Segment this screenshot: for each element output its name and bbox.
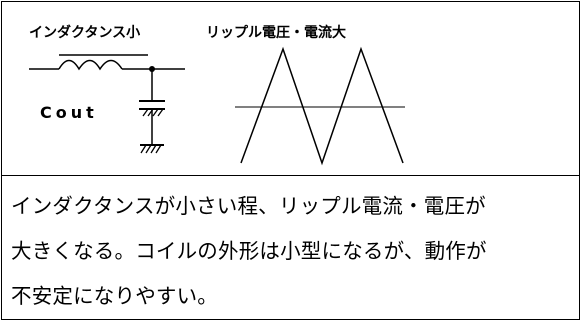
- capacitor-label: Cout: [40, 103, 98, 122]
- ground-hatch: [140, 144, 162, 154]
- circuit-drawing: [29, 46, 405, 166]
- description-line: 不安定になりやすい。: [11, 284, 218, 308]
- ripple-label: リップル電圧・電流大: [206, 25, 346, 41]
- capacitor-hatch: [142, 108, 164, 117]
- inductor-label: インダクタンス小: [29, 25, 141, 41]
- description-text: インダクタンスが小さい程、リップル電流・電圧が 大きくなる。コイルの外形は小型に…: [11, 184, 577, 319]
- section-divider: [1, 175, 580, 176]
- inductor-coil: [58, 59, 123, 71]
- circuit-diagram: インダクタンス小 リップル電圧・電流大 Cout: [29, 25, 405, 166]
- description-line: 大きくなる。コイルの外形は小型になるが、動作が: [11, 239, 487, 263]
- description-line: インダクタンスが小さい程、リップル電流・電圧が: [11, 194, 486, 218]
- ripple-waveform: [240, 46, 404, 166]
